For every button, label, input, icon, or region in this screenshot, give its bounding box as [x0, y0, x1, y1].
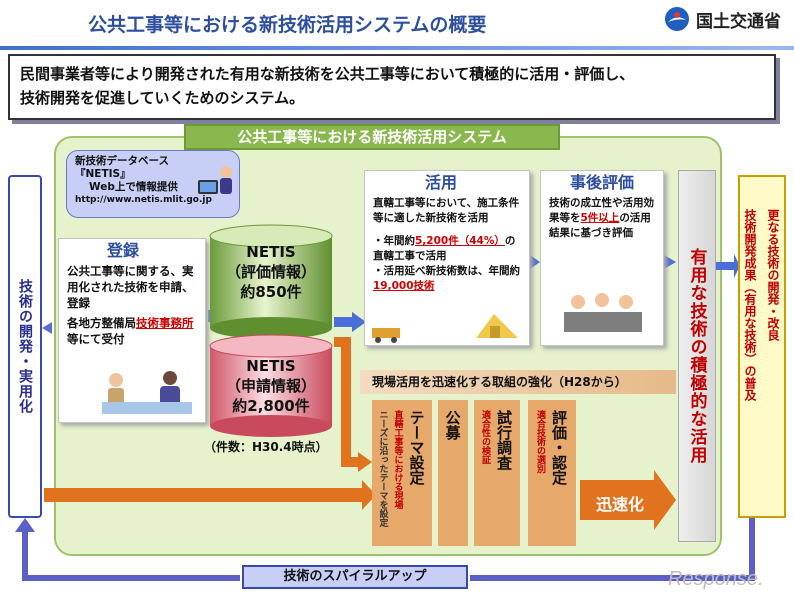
bullet-1-pre: ・年間約 [373, 235, 415, 247]
netis-bubble-line-3: Web上で情報提供 [89, 181, 178, 193]
eval-text-post: の活用結果に基づき評価 [549, 212, 651, 239]
left-to-register-arrow [42, 322, 52, 334]
speedup-label: 迅速化 [595, 495, 644, 514]
netis-bubble-line-1: 新技術データベース [75, 155, 169, 167]
step-theme-note-1: 直轄工事等における現場 [392, 410, 403, 509]
orange-long-arrowhead [362, 480, 376, 510]
post-evaluation-text: 技術の成立性や活用効果等を5件以上の活用結果に基づき評価 [549, 196, 655, 241]
five-cases-highlight: 5件以上 [580, 212, 620, 224]
netis-url: http://www.netis.mlit.go.jp [75, 195, 212, 205]
construction-site-icon [476, 314, 518, 338]
system-banner: 公共工事等における新技術活用システム [184, 124, 560, 150]
tech-development-bar: 技術の開発・実用化 [8, 175, 42, 518]
netis-eval-count: 約850件 [240, 283, 302, 301]
speedup-initiative-banner: 現場活用を迅速化する取組の強化（H28から） [360, 370, 676, 394]
intro-line-1: 民間事業者等により開発された有用な新技術を公共工事等において積極的に活用・評価し… [20, 65, 635, 83]
bullet-2-pre: ・活用延べ新技術数は、年間約 [373, 265, 520, 277]
step-theme-setting: テーマ設定 直轄工事等における現場 ニーズに沿ったテーマを設定 [372, 400, 432, 546]
utilization-text-1: 直轄工事等において、施工条件等に適した新技術を活用 [373, 197, 520, 224]
ministry-logo: 国土交通省 [664, 6, 781, 32]
page-title: 公共工事等における新技術活用システムの概要 [88, 14, 487, 36]
cylinder-to-activity-arrowhead [352, 312, 366, 332]
right-bar-col-1: 更なる技術の開発・改良 [766, 209, 780, 341]
green-cylinder-shape [209, 224, 333, 339]
header-divider [0, 46, 794, 50]
spiral-up-label: 技術のスパイラルアップ [242, 565, 468, 589]
orange-long-arrow [44, 488, 366, 502]
orange-cylinder-line [334, 337, 362, 467]
intro-box: 民間事業者等により開発された有用な新技術を公共工事等において積極的に活用・評価し… [8, 54, 776, 120]
response-watermark: Response. [668, 568, 764, 590]
step-trial-label: 試行調査 [495, 410, 513, 470]
netis-application-text: NETIS （申請情報） 約2,800件 [208, 356, 334, 416]
speedup-arrow [580, 470, 676, 530]
mlit-emblem-icon [665, 7, 689, 31]
spiral-right-line [470, 518, 755, 581]
netis-app-line-2: （申請情報） [225, 377, 316, 395]
eval-to-active-arrow [664, 255, 676, 269]
reception-desk-icon [102, 371, 192, 414]
orange-cylinder-arrowhead [358, 452, 372, 472]
left-bar-label: 技術の開発・実用化 [17, 279, 33, 414]
registration-text-2-pre: 各地方整備局 [67, 316, 136, 330]
intro-line-2: 技術開発を促進していくためのシステム。 [20, 89, 305, 107]
machinery-icon [372, 328, 400, 343]
netis-eval-line-1: NETIS [246, 243, 296, 261]
utilization-heading: 活用 [425, 173, 458, 192]
post-evaluation-heading: 事後評価 [569, 173, 634, 192]
step-trial-survey: 試行調査 適合性の検証 [474, 400, 520, 546]
annual-cases-highlight: 5,200件（44%） [415, 235, 505, 247]
netis-application-cylinder: NETIS （申請情報） 約2,800件 [208, 334, 334, 438]
spiral-up-arrowhead [15, 518, 35, 532]
utilization-bullet-2: ・活用延べ新技術数は、年間約 19,000技術 [373, 264, 521, 294]
netis-app-count: 約2,800件 [232, 397, 310, 415]
registration-text-2-post: 等にて受付 [67, 332, 125, 346]
pink-cylinder-shape [209, 334, 333, 437]
tech-dissemination-bar: 更なる技術の開発・改良 技術開発成果（有用な技術）の普及 [738, 175, 786, 518]
bullet-1-post: の直轄工事で活用 [373, 235, 516, 262]
netis-eval-line-2: （評価情報） [225, 263, 316, 281]
netis-evaluation-cylinder: NETIS （評価情報） 約850件 [208, 224, 334, 340]
registration-box: 登録 公共工事等に関する、実用化された技術を申請、登録 各地方整備局技術事務所等… [58, 238, 206, 423]
step-eval-label: 評価・認定 [550, 410, 568, 485]
step-public-label: 公募 [443, 410, 462, 440]
right-bar-col-2: 技術開発成果（有用な技術）の普及 [743, 209, 757, 401]
annual-technologies-highlight: 19,000技術 [373, 280, 435, 292]
registration-heading: 登録 [107, 241, 140, 260]
count-as-of-note: （件数：H30.4時点） [204, 440, 328, 454]
spiral-left-line [22, 530, 240, 581]
step-evaluation-certification: 評価・認定 適合技術の選別 [528, 400, 576, 546]
meeting-illustration-icon [564, 293, 642, 332]
ministry-name: 国土交通省 [696, 11, 781, 32]
active-to-right-arrow [716, 254, 740, 278]
utilization-box: 活用 直轄工事等において、施工条件等に適した新技術を活用 ・年間約5,200件（… [364, 170, 530, 346]
netis-bubble-line-2: 『NETIS』 [75, 168, 131, 180]
step-theme-label: テーマ設定 [407, 410, 426, 485]
netis-app-line-1: NETIS [246, 357, 296, 375]
eval-text-pre: 技術の成立性や活用効果等を [549, 197, 654, 224]
registration-text-2: 各地方整備局技術事務所等にて受付 [67, 315, 197, 347]
active-use-label: 有用な技術の積極的な活用 [686, 248, 707, 464]
tech-office-highlight: 技術事務所 [136, 316, 194, 330]
computer-user-icon [198, 166, 232, 194]
active-use-column: 有用な技術の積極的な活用 [678, 170, 716, 542]
registration-text-1: 公共工事等に関する、実用化された技術を申請、登録 [67, 264, 194, 310]
step-trial-note: 適合性の検証 [480, 410, 490, 464]
activity-to-eval-arrow [530, 255, 540, 269]
step-theme-note-2: ニーズに沿ったテーマを設定 [377, 410, 388, 527]
netis-evaluation-text: NETIS （評価情報） 約850件 [208, 242, 334, 302]
utilization-bullet-1: ・年間約5,200件（44%）の直轄工事で活用 [373, 234, 521, 264]
step-eval-note: 適合技術の選別 [535, 410, 545, 473]
step-public-call: 公募 [438, 400, 468, 546]
